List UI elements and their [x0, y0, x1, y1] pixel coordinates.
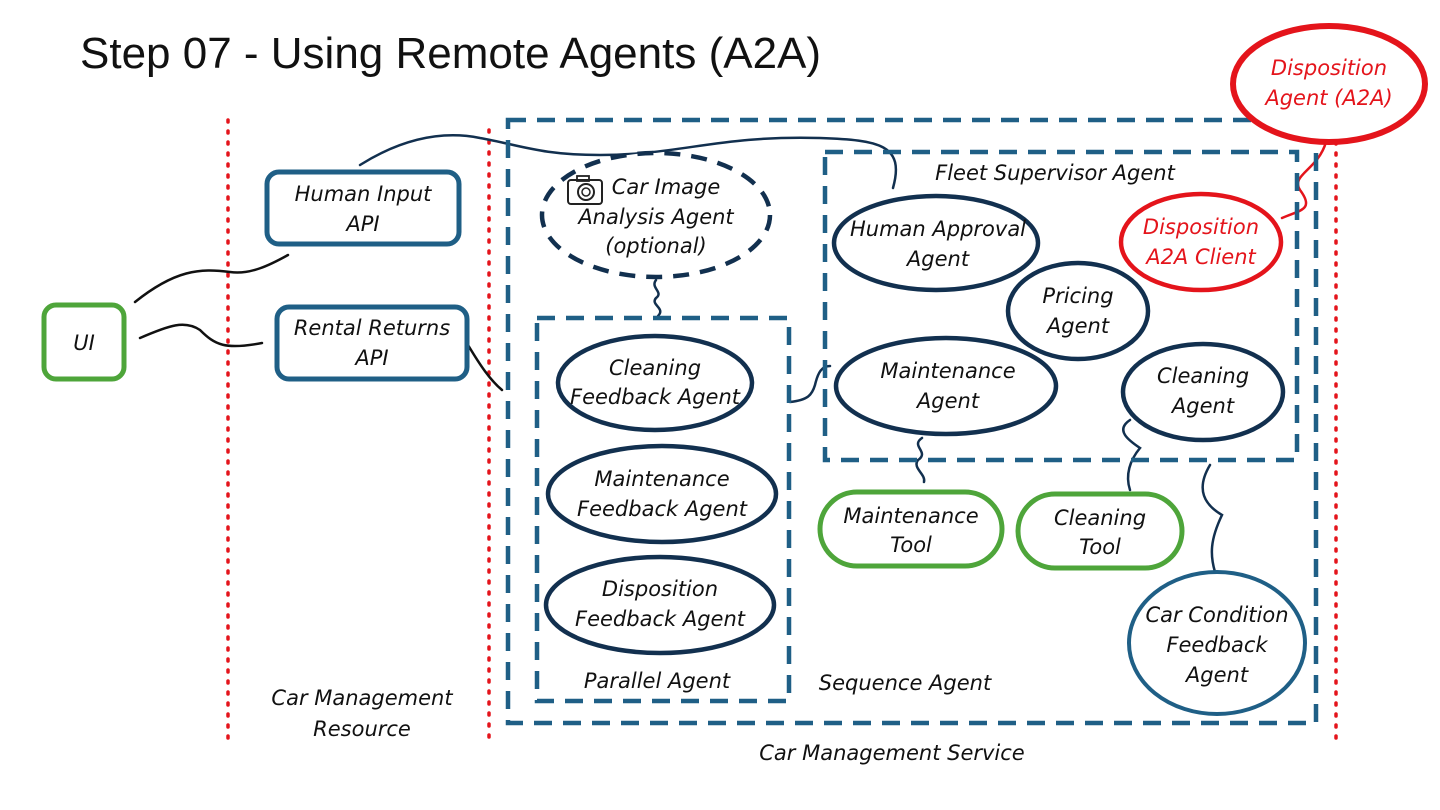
connector-cleaning-agent-to-tool	[1122, 418, 1142, 492]
cleaning-feedback-agent[interactable]: Cleaning Feedback Agent	[555, 333, 755, 433]
zone-label-service: Car Management Service	[759, 741, 1024, 765]
rental-returns-api-sublabel: API	[353, 346, 388, 370]
maintenance-agent[interactable]: Maintenance Agent	[833, 335, 1059, 437]
car-image-analysis-sublabel: Analysis Agent	[576, 205, 734, 229]
cleaning-feedback-agent-label: Cleaning	[609, 356, 701, 380]
human-input-api-label: Human Input	[295, 182, 433, 206]
disposition-feedback-agent-sublabel: Feedback Agent	[575, 607, 746, 631]
rental-returns-api-label: Rental Returns	[294, 316, 450, 340]
car-condition-sublabel: Feedback	[1166, 633, 1268, 657]
cleaning-tool-sublabel: Tool	[1079, 535, 1121, 559]
ui-node-label: UI	[73, 331, 95, 355]
sequence-agent-label: Sequence Agent	[819, 671, 992, 695]
maintenance-tool[interactable]: Maintenance Tool	[817, 489, 1005, 569]
fleet-supervisor-container	[822, 149, 1300, 463]
connector-ui-to-rental-returns	[138, 323, 264, 348]
connector-a2a-client-to-remote-agent	[1280, 140, 1328, 220]
car-image-analysis-label: Car Image	[612, 175, 721, 199]
maintenance-agent-sublabel: Agent	[915, 389, 980, 413]
maintenance-feedback-agent-label: Maintenance	[594, 467, 729, 491]
car-condition-feedback-agent[interactable]: Car Condition Feedback Agent	[1127, 570, 1307, 716]
car-condition-sublabel-2: Agent	[1184, 663, 1249, 687]
parallel-agent-label: Parallel Agent	[584, 669, 731, 693]
camera-icon	[567, 175, 603, 205]
fleet-supervisor-label: Fleet Supervisor Agent	[935, 161, 1175, 185]
maintenance-tool-label: Maintenance	[843, 504, 978, 528]
human-approval-agent-label: Human Approval	[850, 217, 1026, 241]
sequence-agent-container	[505, 117, 1319, 726]
disposition-agent-a2a-sublabel: Agent (A2A)	[1263, 86, 1392, 110]
maintenance-agent-label: Maintenance	[880, 359, 1015, 383]
connector-maintenance-agent-to-tool	[915, 436, 926, 484]
cleaning-agent-sublabel: Agent	[1170, 394, 1235, 418]
connector-ui-to-human-input	[133, 253, 290, 304]
connector-human-input-to-approval	[358, 134, 898, 190]
car-image-analysis-agent[interactable]: Car Image Analysis Agent (optional)	[539, 150, 773, 280]
ui-node[interactable]: UI	[41, 302, 127, 382]
pricing-agent-label: Pricing	[1042, 284, 1113, 308]
maintenance-feedback-agent[interactable]: Maintenance Feedback Agent	[545, 443, 779, 545]
human-approval-agent[interactable]: Human Approval Agent	[831, 193, 1041, 293]
cleaning-tool-label: Cleaning	[1054, 506, 1146, 530]
disposition-a2a-client-sublabel: A2A Client	[1144, 245, 1256, 269]
cleaning-feedback-agent-sublabel: Feedback Agent	[570, 385, 741, 409]
connector-rental-returns-to-service	[466, 343, 504, 392]
human-approval-agent-sublabel: Agent	[905, 247, 970, 271]
cleaning-agent-label: Cleaning	[1157, 364, 1249, 388]
zone-label-resource-line2: Resource	[313, 717, 411, 741]
connector-image-to-parallel	[653, 278, 662, 318]
disposition-a2a-client[interactable]: Disposition A2A Client	[1118, 191, 1284, 293]
page-title: Step 07 - Using Remote Agents (A2A)	[80, 29, 821, 78]
disposition-feedback-agent[interactable]: Disposition Feedback Agent	[543, 554, 777, 656]
disposition-feedback-agent-label: Disposition	[602, 577, 718, 601]
disposition-agent-a2a[interactable]: Disposition Agent (A2A)	[1230, 23, 1428, 145]
rental-returns-api[interactable]: Rental Returns API	[274, 304, 470, 382]
cleaning-agent[interactable]: Cleaning Agent	[1120, 341, 1286, 443]
parallel-agent-container	[534, 315, 792, 704]
connector-sequence-to-car-condition	[1201, 463, 1224, 574]
disposition-agent-a2a-label: Disposition	[1271, 56, 1387, 80]
maintenance-feedback-agent-sublabel: Feedback Agent	[577, 497, 748, 521]
pricing-agent[interactable]: Pricing Agent	[1005, 260, 1151, 362]
pricing-agent-sublabel: Agent	[1045, 314, 1110, 338]
human-input-api[interactable]: Human Input API	[264, 169, 462, 247]
car-condition-label: Car Condition	[1145, 603, 1288, 627]
human-input-api-sublabel: API	[344, 212, 379, 236]
disposition-a2a-client-label: Disposition	[1143, 215, 1259, 239]
car-image-analysis-optional-label: (optional)	[605, 234, 707, 258]
cleaning-tool[interactable]: Cleaning Tool	[1015, 491, 1185, 571]
maintenance-tool-sublabel: Tool	[890, 533, 932, 557]
zone-label-resource: Car Management	[271, 686, 453, 710]
